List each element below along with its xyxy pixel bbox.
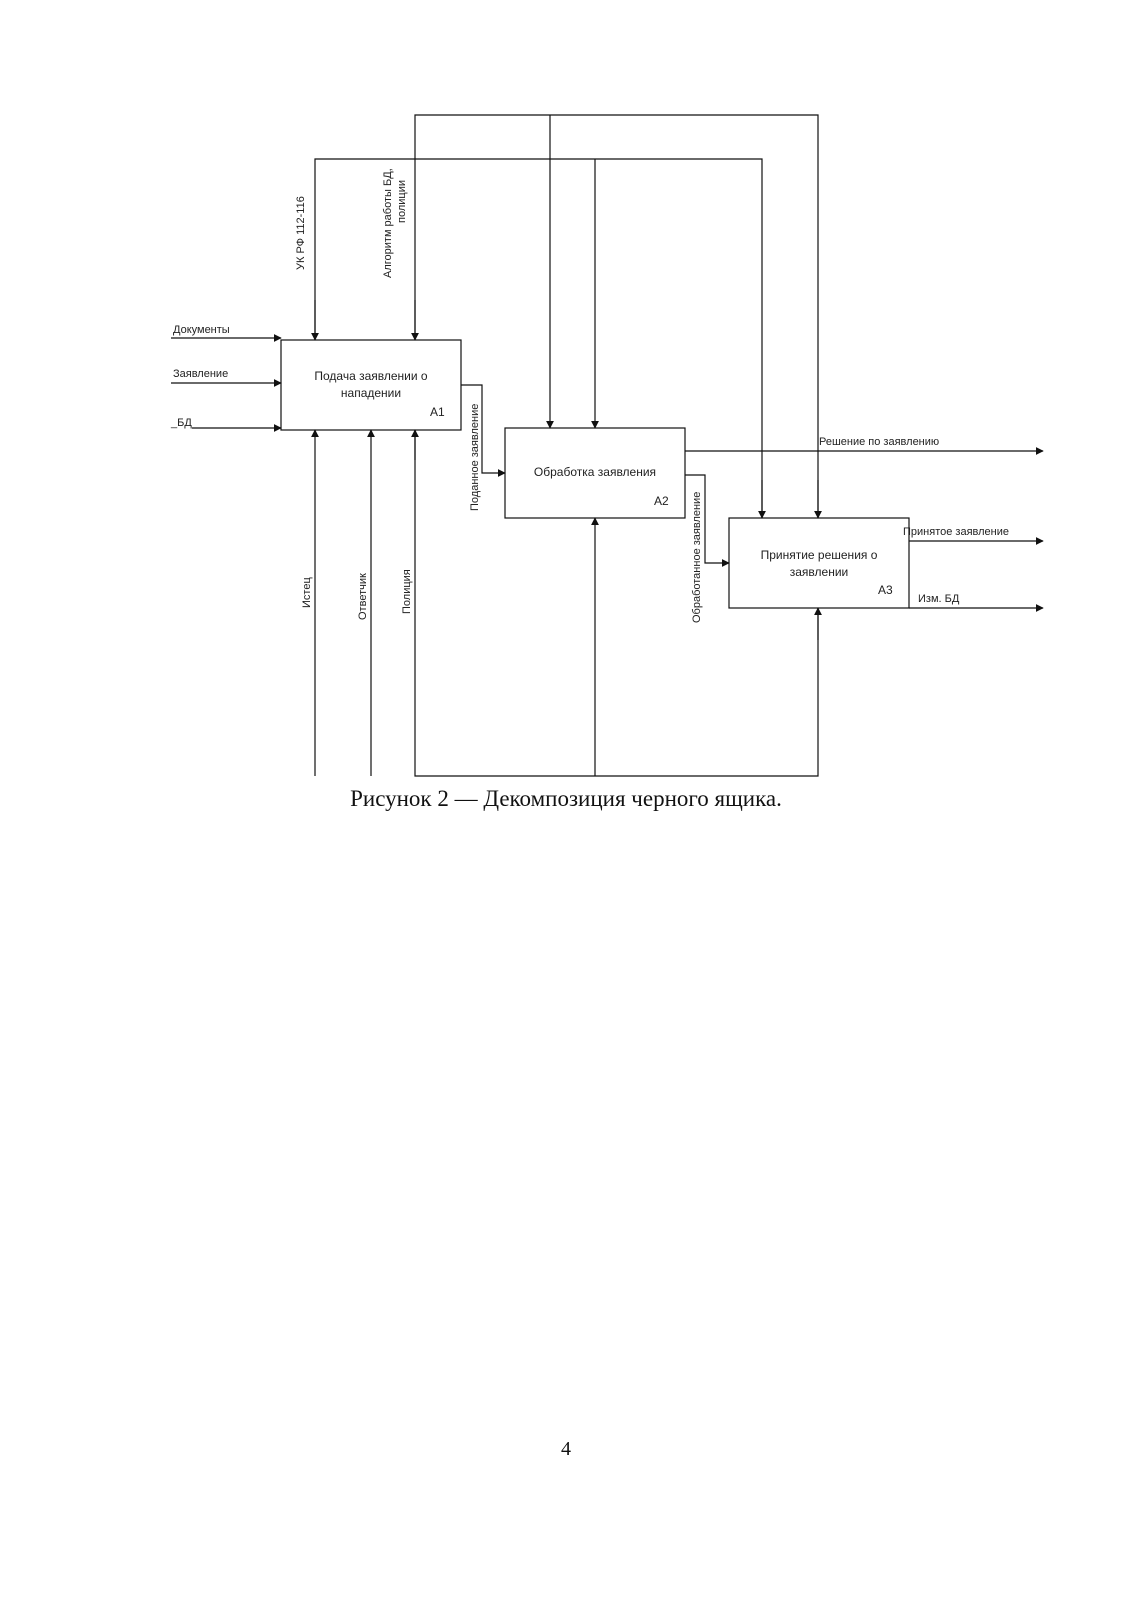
block-a1-code: A1 bbox=[430, 405, 445, 419]
arrow-link-submitted bbox=[461, 384, 506, 477]
figure-caption: Рисунок 2 — Декомпозиция черного ящика. bbox=[350, 786, 782, 811]
block-a1 bbox=[280, 339, 462, 431]
page-number: 4 bbox=[561, 1438, 571, 1460]
label-input-documents: Документы bbox=[173, 324, 230, 336]
block-a2-code: A2 bbox=[654, 494, 669, 508]
label-output-accepted: Принятое заявление bbox=[903, 526, 1009, 538]
label-mechanism-defendant: Ответчик bbox=[357, 573, 369, 620]
block-a1-label-2: нападении bbox=[341, 386, 401, 400]
label-input-db: _БД bbox=[170, 417, 192, 429]
label-input-statement: Заявление bbox=[173, 368, 228, 380]
arrow-link-processed bbox=[685, 474, 730, 567]
label-mechanism-plaintiff: Истец bbox=[301, 577, 313, 608]
label-link-submitted: Поданное заявление bbox=[469, 404, 481, 511]
label-link-processed: Обработанное заявление bbox=[691, 492, 703, 623]
block-a3-code: A3 bbox=[878, 583, 893, 597]
label-mechanism-police: Полиция bbox=[401, 569, 413, 614]
block-a2-label-1: Обработка заявления bbox=[534, 465, 656, 479]
label-control-algo-1: Алгоритм работы БД, bbox=[382, 168, 394, 278]
block-a1-label-1: Подача заявлении о bbox=[314, 369, 428, 383]
label-output-db-change: Изм. БД bbox=[918, 593, 960, 605]
label-control-uk-rf: УК РФ 112-116 bbox=[295, 196, 307, 270]
block-a2 bbox=[504, 427, 686, 519]
idef0-diagram: Подача заявлении о нападении A1 Обработк… bbox=[170, 114, 1044, 777]
label-output-decision: Решение по заявлению bbox=[819, 436, 939, 448]
label-control-algo-2: полиции bbox=[396, 180, 408, 223]
arrow-control-algorithm bbox=[414, 114, 819, 518]
block-a3-label-1: Принятие решения о bbox=[761, 548, 878, 562]
arrow-mechanism-police bbox=[414, 430, 819, 777]
block-a3-label-2: заявлении bbox=[790, 565, 848, 579]
arrow-control-uk-rf bbox=[314, 158, 763, 518]
